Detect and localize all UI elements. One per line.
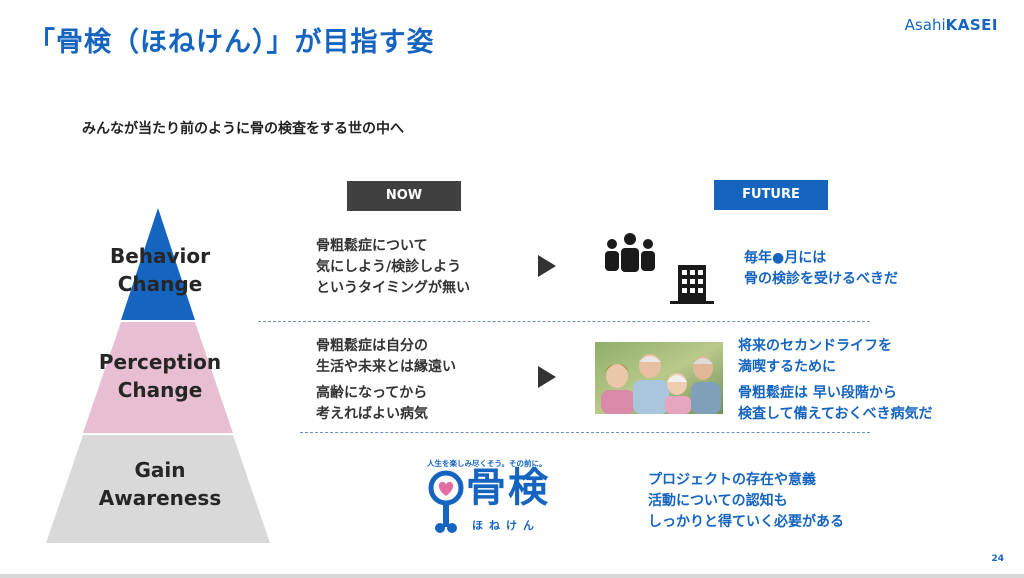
text-line: 毎年●月には bbox=[744, 250, 827, 266]
text-line: 活動についての認知も bbox=[648, 493, 788, 509]
footer-bar bbox=[0, 574, 1024, 578]
text-line: 満喫するために bbox=[738, 359, 836, 375]
text-line: 骨粗鬆症について bbox=[316, 238, 428, 254]
text-line: 検査して備えておくべき病気だ bbox=[738, 406, 933, 422]
text-line: プロジェクトの存在や意義 bbox=[648, 472, 816, 488]
bone-key-logo-icon bbox=[428, 470, 464, 533]
pyramid-bottom-segment bbox=[46, 435, 270, 543]
future-perception-text-1: 将来のセカンドライフを 満喫するために bbox=[738, 336, 892, 378]
now-behavior-text: 骨粗鬆症について 気にしよう/検診しよう というタイミングが無い bbox=[316, 236, 470, 299]
future-header: FUTURE bbox=[714, 180, 828, 210]
pyramid-top-segment bbox=[121, 208, 195, 320]
people-group-icon bbox=[605, 231, 655, 274]
pyramid-label-line: Change bbox=[117, 272, 203, 296]
arrow-right-icon bbox=[538, 255, 556, 277]
page-number: 24 bbox=[991, 554, 1004, 564]
text-line: 骨粗鬆症は自分の bbox=[316, 338, 428, 354]
text-line: 骨の検診を受けるべきだ bbox=[744, 271, 898, 287]
now-perception-text-1: 骨粗鬆症は自分の 生活や未来とは縁遠い bbox=[316, 336, 456, 378]
row-divider bbox=[300, 432, 870, 433]
arrow-right-icon bbox=[538, 366, 556, 388]
text-line: しっかりと得ていく必要がある bbox=[648, 514, 844, 530]
text-line: 生活や未来とは縁遠い bbox=[316, 359, 456, 375]
text-line: 高齢になってから bbox=[316, 385, 428, 401]
future-behavior-text: 毎年●月には 骨の検診を受けるべきだ bbox=[744, 248, 898, 290]
text-line: 骨粗鬆症は 早い段階から bbox=[738, 385, 897, 401]
company-logo: AsahiKASEI bbox=[905, 16, 998, 34]
logo-suffix: KASEI bbox=[945, 16, 998, 34]
page-title: 「骨検（ほねけん）」が目指す姿 bbox=[28, 27, 435, 58]
pyramid-label-behavior: Behavior Change bbox=[60, 242, 260, 298]
brand-tagline: 人生を楽しみ尽くそう。その前に。 bbox=[427, 459, 547, 468]
pyramid-label-perception: Perception Change bbox=[60, 348, 260, 404]
seniors-photo bbox=[595, 342, 723, 414]
pyramid-label-line: Awareness bbox=[98, 486, 222, 510]
pyramid-label-line: Behavior bbox=[109, 244, 211, 268]
text-line: 考えればよい病気 bbox=[316, 406, 428, 422]
pyramid-label-line: Gain bbox=[134, 458, 186, 482]
brand-reading: ほねけん bbox=[472, 519, 540, 532]
brand-name: 骨検 bbox=[466, 465, 550, 511]
pyramid-middle-segment bbox=[83, 322, 233, 433]
text-line: というタイミングが無い bbox=[316, 280, 470, 296]
future-perception-text-2: 骨粗鬆症は 早い段階から 検査して備えておくべき病気だ bbox=[738, 383, 932, 425]
text-line: 将来のセカンドライフを bbox=[738, 338, 892, 354]
now-header: NOW bbox=[347, 181, 461, 211]
text-line: 気にしよう/検診しよう bbox=[316, 259, 462, 275]
logo-prefix: Asahi bbox=[904, 16, 946, 34]
row-divider bbox=[258, 321, 870, 322]
building-icon bbox=[670, 265, 714, 304]
pyramid-label-awareness: Gain Awareness bbox=[60, 456, 260, 512]
pyramid-label-line: Perception bbox=[98, 350, 222, 374]
future-awareness-text: プロジェクトの存在や意義 活動についての認知も しっかりと得ていく必要がある bbox=[648, 470, 844, 533]
now-perception-text-2: 高齢になってから 考えればよい病気 bbox=[316, 383, 428, 425]
subtitle: みんなが当たり前のように骨の検査をする世の中へ bbox=[82, 121, 404, 137]
pyramid-label-line: Change bbox=[117, 378, 203, 402]
